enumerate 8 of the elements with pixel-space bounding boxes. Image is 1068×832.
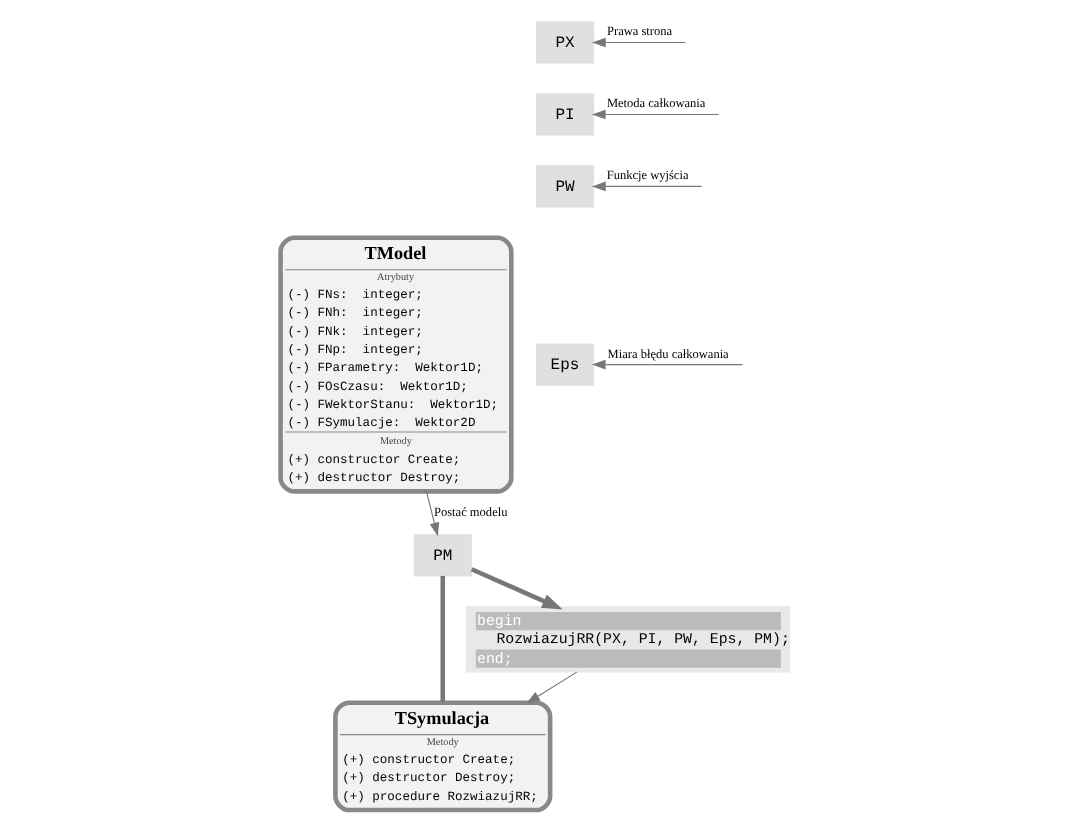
arrow	[590, 109, 719, 120]
arrow	[591, 181, 702, 192]
arrow	[424, 491, 439, 537]
arrow	[590, 37, 685, 48]
arrow	[525, 671, 577, 704]
arrow	[469, 567, 562, 610]
arrow	[590, 359, 743, 370]
connector	[439, 575, 445, 703]
